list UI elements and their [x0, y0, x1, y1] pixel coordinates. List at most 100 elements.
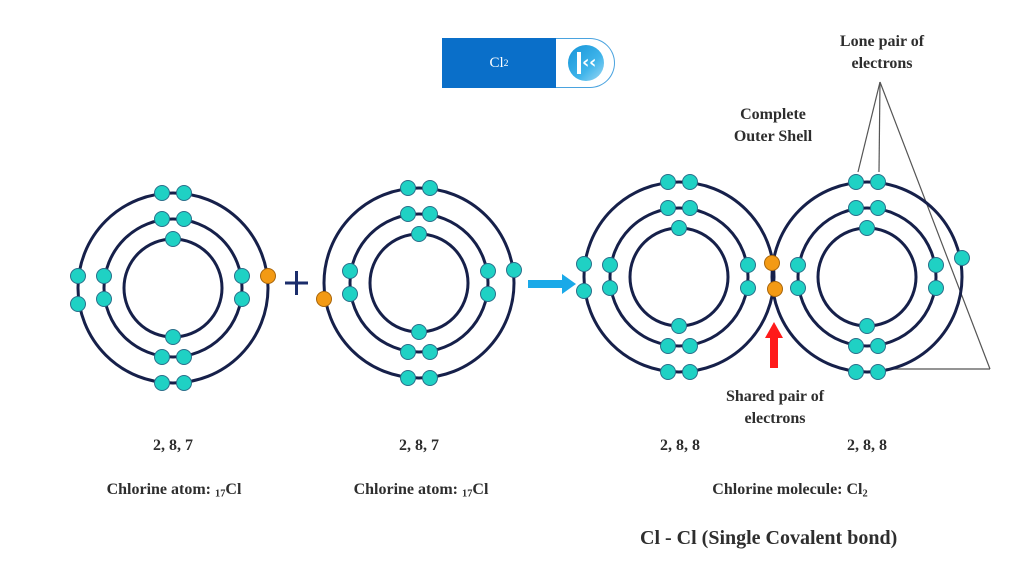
shared-electron: [764, 255, 780, 271]
electron: [740, 257, 756, 273]
inner-shell: [368, 232, 470, 334]
electron: [859, 318, 875, 334]
middle-shell: [796, 206, 938, 348]
electron: [480, 263, 496, 279]
electron: [165, 231, 181, 247]
electron: [848, 174, 864, 190]
electron: [176, 375, 192, 391]
electron: [870, 338, 886, 354]
electron: [400, 370, 416, 386]
electron: [660, 338, 676, 354]
electron: [154, 185, 170, 201]
electron: [954, 250, 970, 266]
electron: [422, 206, 438, 222]
electron: [928, 257, 944, 273]
electron: [96, 291, 112, 307]
electron: [740, 280, 756, 296]
outer-shell: [76, 191, 270, 385]
shared-pair-label: Shared pair of electrons: [725, 388, 825, 427]
electron: [870, 200, 886, 216]
electron: [176, 349, 192, 365]
molecule-atom-b-configuration: 2, 8, 8: [847, 437, 887, 454]
electron: [602, 257, 618, 273]
electron: [154, 375, 170, 391]
reaction-arrow-icon: [528, 274, 576, 294]
electron: [682, 174, 698, 190]
molecule-atom-a-configuration: 2, 8, 8: [660, 437, 700, 454]
electron: [96, 268, 112, 284]
electron: [400, 206, 416, 222]
middle-shell: [102, 217, 244, 359]
electron: [790, 257, 806, 273]
electron: [682, 364, 698, 380]
inner-shell: [628, 226, 730, 328]
electron: [234, 268, 250, 284]
electron: [70, 296, 86, 312]
bond-type-label: Cl - Cl (Single Covalent bond): [640, 527, 898, 549]
logo-chevron-icon: ‹: [582, 52, 590, 73]
lone-pair-line-1: [857, 81, 881, 173]
electron: [176, 185, 192, 201]
logo-chevron-icon: ‹: [589, 52, 597, 73]
electron: [859, 220, 875, 236]
atom-1-configuration: 2, 8, 7: [153, 437, 193, 454]
molecule-caption: Chlorine molecule: Cl2: [712, 481, 868, 500]
lone-pair-label: Lone pair of electrons: [839, 33, 925, 72]
electron: [576, 256, 592, 272]
lone-pair-line-3: [879, 81, 991, 370]
lone-pair-line-2: [878, 81, 881, 173]
logo-container: ‹ ‹: [556, 38, 615, 88]
electron: [411, 324, 427, 340]
electron: [660, 364, 676, 380]
electron: [848, 364, 864, 380]
electron: [400, 180, 416, 196]
electron: [790, 280, 806, 296]
inner-shell: [122, 237, 224, 339]
logo-bar: [577, 52, 581, 74]
electron: [870, 174, 886, 190]
electron: [400, 344, 416, 360]
outer-shell: [322, 186, 516, 380]
electron: [671, 220, 687, 236]
electron: [411, 226, 427, 242]
electron: [506, 262, 522, 278]
outer-shell: [582, 180, 776, 374]
electron: [154, 211, 170, 227]
formula-subscript: 2: [503, 57, 509, 69]
electron: [422, 180, 438, 196]
electron: [342, 286, 358, 302]
electron: [342, 263, 358, 279]
shared-electron: [260, 268, 276, 284]
atom-2-configuration: 2, 8, 7: [399, 437, 439, 454]
electron: [176, 211, 192, 227]
electron: [682, 200, 698, 216]
middle-shell: [348, 212, 490, 354]
electron: [576, 283, 592, 299]
lone-pair-pointer-lines: [857, 81, 991, 370]
electron: [848, 200, 864, 216]
electron: [602, 280, 618, 296]
electron: [70, 268, 86, 284]
complete-outer-shell-label: Complete Outer Shell: [733, 106, 813, 145]
plus-icon: [285, 271, 308, 295]
shared-pair-arrow-icon: [765, 322, 783, 368]
electron: [234, 291, 250, 307]
electron: [422, 370, 438, 386]
kk-logo-icon: ‹ ‹: [568, 45, 604, 81]
outer-shell: [770, 180, 964, 374]
inner-shell: [816, 226, 918, 328]
electron: [671, 318, 687, 334]
electron: [660, 200, 676, 216]
atoms-layer: [70, 174, 970, 391]
electron: [848, 338, 864, 354]
shared-electron: [316, 291, 332, 307]
formula-base: Cl: [489, 54, 504, 71]
electron: [928, 280, 944, 296]
electron: [870, 364, 886, 380]
shared-electron: [767, 281, 783, 297]
electron: [165, 329, 181, 345]
atom-2-caption: Chlorine atom: 17Cl: [353, 481, 489, 500]
